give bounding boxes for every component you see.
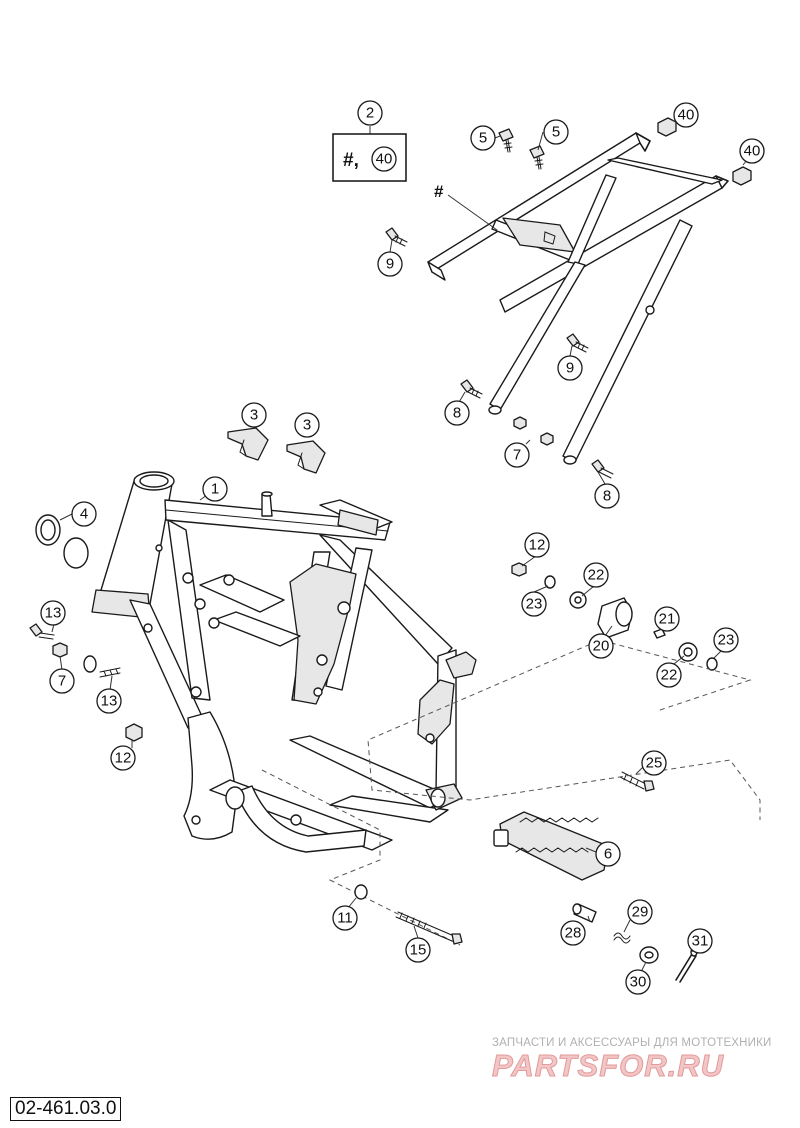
main-frame xyxy=(91,471,477,853)
leader-lines xyxy=(51,126,723,971)
assembly-lines xyxy=(261,639,761,946)
callout-9-mid: 9 xyxy=(557,355,583,381)
callout-4: 4 xyxy=(71,501,97,527)
svg-text:21: 21 xyxy=(659,611,676,628)
svg-text:25: 25 xyxy=(646,755,663,772)
callout-8-right: 8 xyxy=(594,483,620,509)
svg-text:23: 23 xyxy=(526,596,543,613)
svg-text:22: 22 xyxy=(661,667,678,684)
callout-40-clip-1: 40 xyxy=(673,102,699,128)
callout-20: 20 xyxy=(588,633,614,659)
callout-30: 30 xyxy=(625,969,651,995)
callout-22-bottom: 22 xyxy=(656,662,682,688)
svg-text:7: 7 xyxy=(58,673,66,690)
callout-5-right: 5 xyxy=(543,119,569,145)
svg-text:11: 11 xyxy=(337,910,353,927)
callout-22-top: 22 xyxy=(583,562,609,588)
kit-box-hash: #, xyxy=(343,150,359,171)
callout-21: 21 xyxy=(654,606,680,632)
svg-text:7: 7 xyxy=(513,447,521,464)
svg-text:40: 40 xyxy=(678,107,695,124)
watermark-tagline: ЗАПЧАСТИ И АКСЕССУАРЫ ДЛЯ МОТОТЕХНИКИ xyxy=(492,1037,772,1049)
svg-text:40: 40 xyxy=(376,151,393,168)
callout-8-left: 8 xyxy=(444,400,470,426)
callout-1: 1 xyxy=(202,476,228,502)
subframe xyxy=(427,117,752,465)
svg-text:12: 12 xyxy=(529,537,546,554)
callout-23-left: 23 xyxy=(521,591,547,617)
frame-protectors xyxy=(227,427,326,474)
svg-text:28: 28 xyxy=(565,925,582,942)
callout-13-right: 13 xyxy=(96,688,122,714)
callout-25: 25 xyxy=(641,750,667,776)
svg-text:9: 9 xyxy=(386,256,394,273)
svg-text:4: 4 xyxy=(80,506,88,523)
callout-40-kit-box: 40 xyxy=(371,146,397,172)
lower-hardware xyxy=(354,884,698,983)
callout-12-right: 12 xyxy=(524,532,550,558)
subframe-bolts xyxy=(385,128,614,479)
svg-text:13: 13 xyxy=(101,693,118,710)
svg-text:6: 6 xyxy=(604,846,612,863)
callout-11: 11 xyxy=(332,905,358,931)
callout-3-right: 3 xyxy=(294,412,320,438)
svg-text:2: 2 xyxy=(366,105,374,122)
svg-text:15: 15 xyxy=(410,942,427,959)
svg-text:12: 12 xyxy=(115,750,132,767)
callout-3-left: 3 xyxy=(241,402,267,428)
callout-28: 28 xyxy=(560,920,586,946)
svg-text:5: 5 xyxy=(552,124,560,141)
callout-9-top: 9 xyxy=(377,251,403,277)
svg-text:29: 29 xyxy=(632,904,649,921)
callout-13-left: 13 xyxy=(40,600,66,626)
svg-text:8: 8 xyxy=(453,405,461,422)
svg-text:30: 30 xyxy=(630,974,647,991)
watermark-logo: PARTSFOR.RU xyxy=(492,1048,725,1083)
left-hardware xyxy=(29,514,143,742)
callout-7-right: 7 xyxy=(504,442,530,468)
diagram-code-label: 02-461.03.0 xyxy=(10,1097,122,1121)
footrest xyxy=(493,811,609,881)
svg-text:8: 8 xyxy=(603,488,611,505)
callout-2: 2 xyxy=(357,100,383,126)
svg-text:40: 40 xyxy=(744,143,761,160)
callout-5-left: 5 xyxy=(470,125,496,151)
svg-text:20: 20 xyxy=(593,638,610,655)
svg-text:22: 22 xyxy=(588,567,605,584)
callout-15: 15 xyxy=(405,937,431,963)
svg-text:13: 13 xyxy=(45,605,62,622)
callout-7-left: 7 xyxy=(49,668,75,694)
kit-box xyxy=(332,133,407,182)
svg-text:5: 5 xyxy=(479,130,487,147)
callout-12-left: 12 xyxy=(110,745,136,771)
hash-marker: # xyxy=(434,182,444,201)
svg-text:1: 1 xyxy=(211,481,219,498)
callout-40-clip-2: 40 xyxy=(739,138,765,164)
callout-29: 29 xyxy=(627,899,653,925)
callout-31: 31 xyxy=(687,928,713,954)
callout-6: 6 xyxy=(595,841,621,867)
svg-text:3: 3 xyxy=(303,417,311,434)
callout-23-right: 23 xyxy=(713,627,739,653)
svg-text:23: 23 xyxy=(718,632,735,649)
svg-text:31: 31 xyxy=(692,933,709,950)
svg-text:3: 3 xyxy=(250,407,258,424)
svg-text:9: 9 xyxy=(566,360,574,377)
